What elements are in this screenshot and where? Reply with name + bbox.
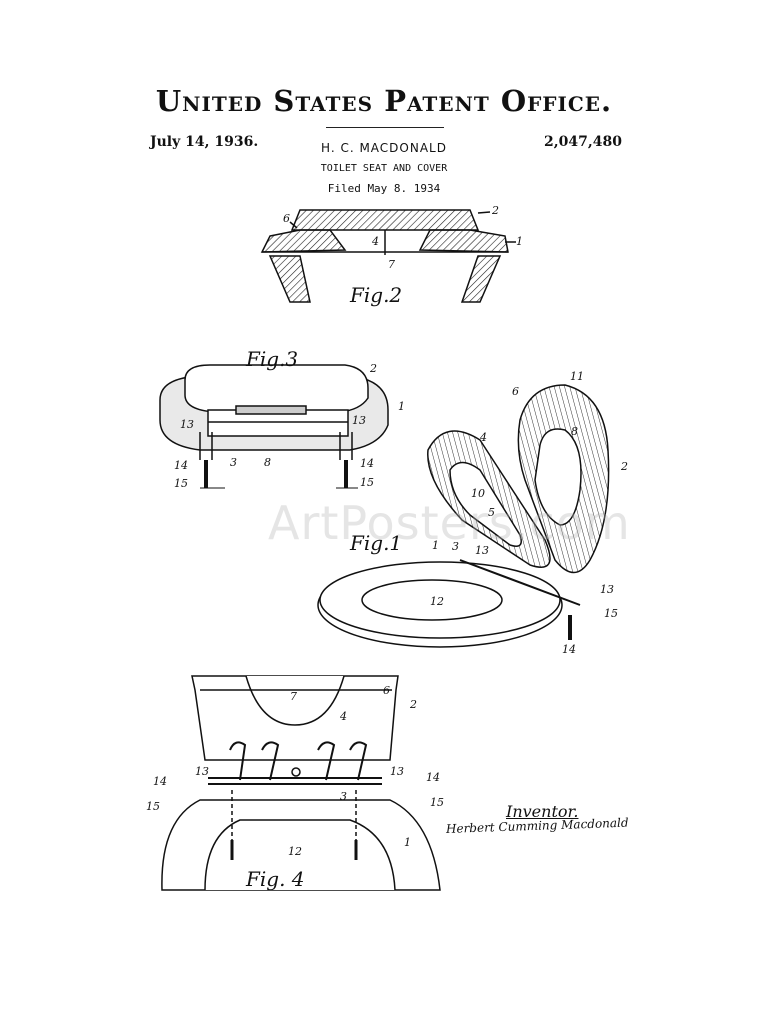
fig1-ref-10: 10 xyxy=(471,487,485,500)
fig4-ref-7: 7 xyxy=(290,690,297,703)
fig3-ref-1: 1 xyxy=(398,400,405,413)
patent-date: July 14, 1936. xyxy=(150,134,259,150)
fig1-ref-15: 15 xyxy=(604,607,618,620)
fig3-ref-13b: 13 xyxy=(352,414,366,427)
header-rule xyxy=(326,127,444,128)
fig4-ref-12: 12 xyxy=(288,845,302,858)
fig3-ref-14a: 14 xyxy=(174,459,188,472)
fig1-ref-8: 8 xyxy=(571,425,578,438)
fig1-ref-13b: 13 xyxy=(600,583,614,596)
fig2-drawing xyxy=(260,209,516,303)
fig1-ref-3: 3 xyxy=(452,540,459,553)
inventor-label: Inventor. xyxy=(506,802,579,821)
fig1-drawing xyxy=(317,384,610,648)
fig2-ref-6: 6 xyxy=(283,212,290,225)
fig1-ref-14: 14 xyxy=(562,643,576,656)
fig3-drawing xyxy=(159,364,389,489)
fig2-ref-7: 7 xyxy=(388,258,395,271)
fig1-ref-5: 5 xyxy=(488,506,495,519)
fig4-ref-15b: 15 xyxy=(430,796,444,809)
fig1-ref-4: 4 xyxy=(479,431,487,444)
fig1-ref-2: 2 xyxy=(620,460,628,473)
invention-title: TOILET SEAT AND COVER xyxy=(320,163,448,174)
fig1-ref-12: 12 xyxy=(430,595,444,608)
fig2-label: Fig.2 xyxy=(349,283,402,307)
fig3-ref-13a: 13 xyxy=(180,418,194,431)
fig1-ref-1: 1 xyxy=(432,539,439,552)
fig3-label: Fig.3 xyxy=(245,347,298,371)
fig2-ref-1: 1 xyxy=(516,235,523,248)
fig4-ref-1: 1 xyxy=(404,836,411,849)
fig2-ref-4: 4 xyxy=(371,235,379,248)
fig1-ref-13a: 13 xyxy=(475,544,489,557)
inventor-name: H. C. MACDONALD xyxy=(321,141,447,155)
fig1-label: Fig.1 xyxy=(349,531,402,555)
fig4-ref-13b: 13 xyxy=(390,765,404,778)
fig3-ref-15b: 15 xyxy=(360,476,374,489)
fig1-ref-6: 6 xyxy=(512,385,519,398)
patent-number: 2,047,480 xyxy=(544,134,622,150)
fig4-ref-2: 2 xyxy=(409,698,417,711)
fig4-ref-13a: 13 xyxy=(195,765,209,778)
fig3-ref-3: 3 xyxy=(230,456,237,469)
fig4-ref-6: 6 xyxy=(383,684,390,697)
fig3-ref-8: 8 xyxy=(264,456,271,469)
fig3-ref-2: 2 xyxy=(369,362,377,375)
fig4-ref-4: 4 xyxy=(339,710,347,723)
watermark: ArtPosters.com xyxy=(268,496,631,550)
fig2-ref-2: 2 xyxy=(491,204,499,217)
fig3-ref-14b: 14 xyxy=(360,457,374,470)
fig3-ref-15a: 15 xyxy=(174,477,188,490)
fig1-ref-11: 11 xyxy=(570,370,584,383)
fig4-ref-3: 3 xyxy=(340,790,347,803)
filed-date: Filed May 8. 1934 xyxy=(327,182,441,195)
fig4-ref-15a: 15 xyxy=(146,800,160,813)
fig4-ref-14a: 14 xyxy=(153,775,167,788)
fig4-ref-14b: 14 xyxy=(426,771,440,784)
fig4-label: Fig. 4 xyxy=(245,867,305,891)
page-title: United States Patent Office. xyxy=(155,84,613,118)
fig4-drawing xyxy=(161,675,441,891)
